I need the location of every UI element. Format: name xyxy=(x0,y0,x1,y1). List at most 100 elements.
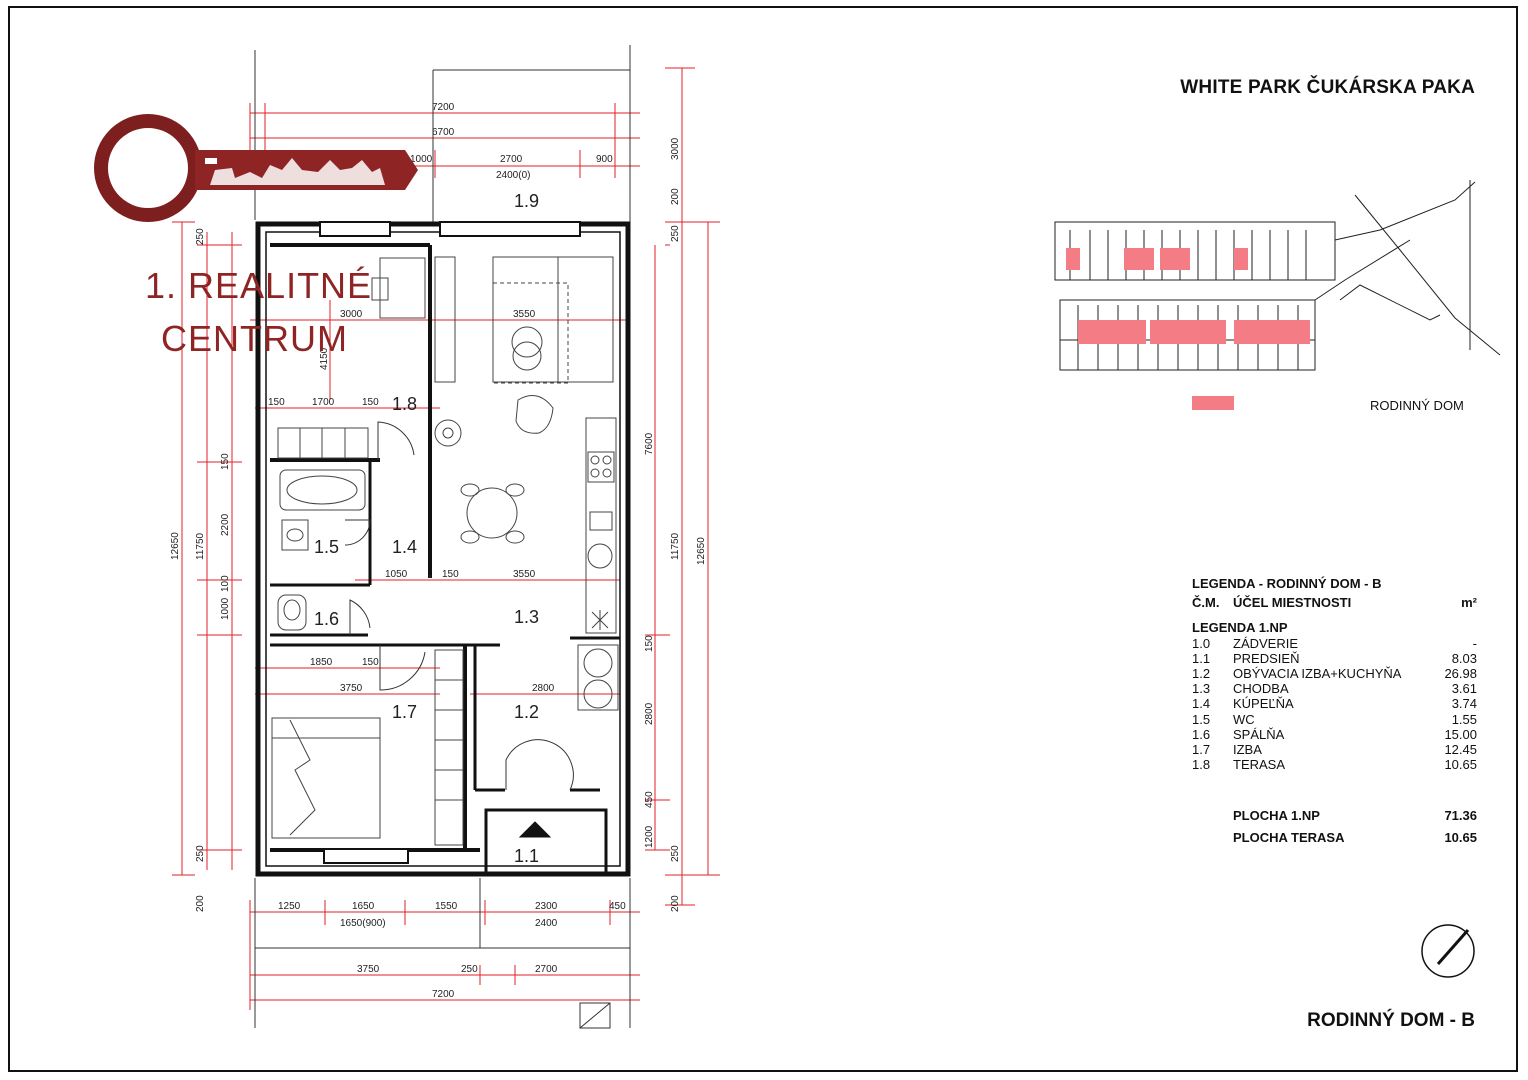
legend-row-num: 1.6 xyxy=(1192,726,1211,742)
dim-text: 200 xyxy=(195,895,206,912)
legend-row-area: 15.00 xyxy=(1444,726,1477,742)
dim-text: 1250 xyxy=(278,901,301,912)
legend-row-num: 1.3 xyxy=(1192,681,1211,697)
legend-row-area: 8.03 xyxy=(1451,650,1477,666)
dim-text: 3750 xyxy=(340,683,363,694)
dimension-lines xyxy=(172,67,720,1010)
room-label-1-4: 1.4 xyxy=(392,537,417,557)
dim-text: 2800 xyxy=(532,683,555,694)
dim-text: 150 xyxy=(362,657,379,668)
site-plan xyxy=(1054,180,1501,410)
dim-text: 3000 xyxy=(670,137,681,160)
legend-row-name: OBÝVACIA IZBA+KUCHYŇA xyxy=(1233,666,1402,682)
legend-total-row: PLOCHA 1.NP 71.36 xyxy=(1192,808,1477,823)
legend-row-num: 1.7 xyxy=(1192,742,1211,758)
legend-row-num: 1.0 xyxy=(1192,635,1211,651)
page-frame xyxy=(8,6,1518,1072)
legend-row-num: 1.1 xyxy=(1192,650,1211,666)
legend-total-row: PLOCHA TERASA 10.65 xyxy=(1192,830,1477,845)
dim-text: 1050 xyxy=(385,569,408,580)
legend-row-num: 1.2 xyxy=(1192,666,1211,682)
dim-text: 1700 xyxy=(312,397,335,408)
brand-name-line2: CENTRUM xyxy=(161,318,348,359)
legend-row-area: 10.65 xyxy=(1444,757,1477,773)
legend-col-purpose: ÚČEL MIESTNOSTI xyxy=(1233,595,1352,611)
legend-row-num: 1.5 xyxy=(1192,711,1211,727)
dim-text: 7600 xyxy=(644,432,655,455)
room-label-1-6: 1.6 xyxy=(314,609,339,629)
dim-text: 2400 xyxy=(535,918,558,929)
dim-text: 200 xyxy=(670,188,681,205)
room-label-1-9: 1.9 xyxy=(514,191,539,211)
legend-row: 1.4 KÚPEĽŇA 3.74 xyxy=(1192,696,1477,711)
legend-col-num: Č.M. xyxy=(1192,595,1220,611)
dim-text: 1650(900) xyxy=(340,918,386,929)
legend-row-name: KÚPEĽŇA xyxy=(1233,696,1294,712)
terrace-outlines xyxy=(254,45,631,1029)
drawing-title: RODINNÝ DOM - B xyxy=(1307,1010,1475,1031)
dim-text: 250 xyxy=(195,228,206,245)
dim-text: 2200 xyxy=(220,513,231,536)
dim-text: 200 xyxy=(670,895,681,912)
dim-text: 150 xyxy=(268,397,285,408)
dim-text: 3750 xyxy=(357,964,380,975)
brand-key-logo xyxy=(94,114,418,222)
dim-text: 150 xyxy=(220,453,231,470)
legend-total-name: PLOCHA TERASA xyxy=(1233,829,1345,845)
site-plan-highlighted-houses xyxy=(1066,248,1310,344)
dim-text: 7200 xyxy=(432,989,455,1000)
legend-row-area: - xyxy=(1472,635,1477,651)
dim-text: 11750 xyxy=(670,532,681,560)
room-labels: 1.9 1.8 1.5 1.4 1.6 1.3 1.7 1.2 1.1 xyxy=(314,191,539,866)
dim-text: 1000 xyxy=(220,597,231,620)
legend-row-area: 3.74 xyxy=(1451,696,1477,712)
legend-row-num: 1.4 xyxy=(1192,696,1211,712)
dim-text: 2700 xyxy=(500,154,523,165)
room-label-1-8: 1.8 xyxy=(392,394,417,414)
dim-text: 2300 xyxy=(535,901,558,912)
dim-text: 1200 xyxy=(644,825,655,848)
dim-text: 450 xyxy=(609,901,626,912)
dim-text: 100 xyxy=(220,575,231,592)
dimension-labels: 7200 6700 2700 900 2400(0) 1000 3000 355… xyxy=(170,102,707,1000)
dim-text: 250 xyxy=(461,964,478,975)
legend-section-text: LEGENDA 1.NP xyxy=(1192,620,1288,636)
site-plan-legend-swatch xyxy=(1192,396,1234,410)
legend-totals: PLOCHA 1.NP 71.36 PLOCHA TERASA 10.65 xyxy=(1192,808,1477,844)
legend-row-name: CHODBA xyxy=(1233,681,1289,697)
legend-total-area: 10.65 xyxy=(1444,829,1477,845)
dim-text: 900 xyxy=(596,154,613,165)
legend-row-name: TERASA xyxy=(1233,757,1286,773)
legend-col-area: m² xyxy=(1461,595,1477,611)
legend-total-name: PLOCHA 1.NP xyxy=(1233,808,1320,824)
dim-text: 7200 xyxy=(432,102,455,113)
dim-text: 1550 xyxy=(435,901,458,912)
legend-row-name: WC xyxy=(1233,711,1255,727)
legend-row-area: 12.45 xyxy=(1444,742,1477,758)
legend-row-num: 1.8 xyxy=(1192,757,1211,773)
dim-text: 250 xyxy=(195,845,206,862)
legend-row: 1.8 TERASA 10.65 xyxy=(1192,757,1477,772)
dim-text: 6700 xyxy=(432,127,455,138)
doors xyxy=(344,421,574,791)
dim-text: 250 xyxy=(670,845,681,862)
legend-total-area: 71.36 xyxy=(1444,808,1477,824)
room-label-1-2: 1.2 xyxy=(514,702,539,722)
dim-text: 3000 xyxy=(340,309,363,320)
project-title: WHITE PARK ČUKÁRSKA PAKA xyxy=(1180,77,1475,98)
dim-text: 1850 xyxy=(310,657,333,668)
dim-text: 150 xyxy=(362,397,379,408)
dim-text: 2800 xyxy=(644,702,655,725)
dim-text: 150 xyxy=(442,569,459,580)
legend-title: LEGENDA - RODINNÝ DOM - B xyxy=(1192,576,1477,591)
legend-row-name: SPÁLŇA xyxy=(1233,726,1285,742)
legend-title-text: LEGENDA - RODINNÝ DOM - B xyxy=(1192,576,1382,591)
room-label-1-5: 1.5 xyxy=(314,537,339,557)
legend-row: 1.6 SPÁLŇA 15.00 xyxy=(1192,727,1477,742)
dim-text: 3550 xyxy=(513,569,536,580)
